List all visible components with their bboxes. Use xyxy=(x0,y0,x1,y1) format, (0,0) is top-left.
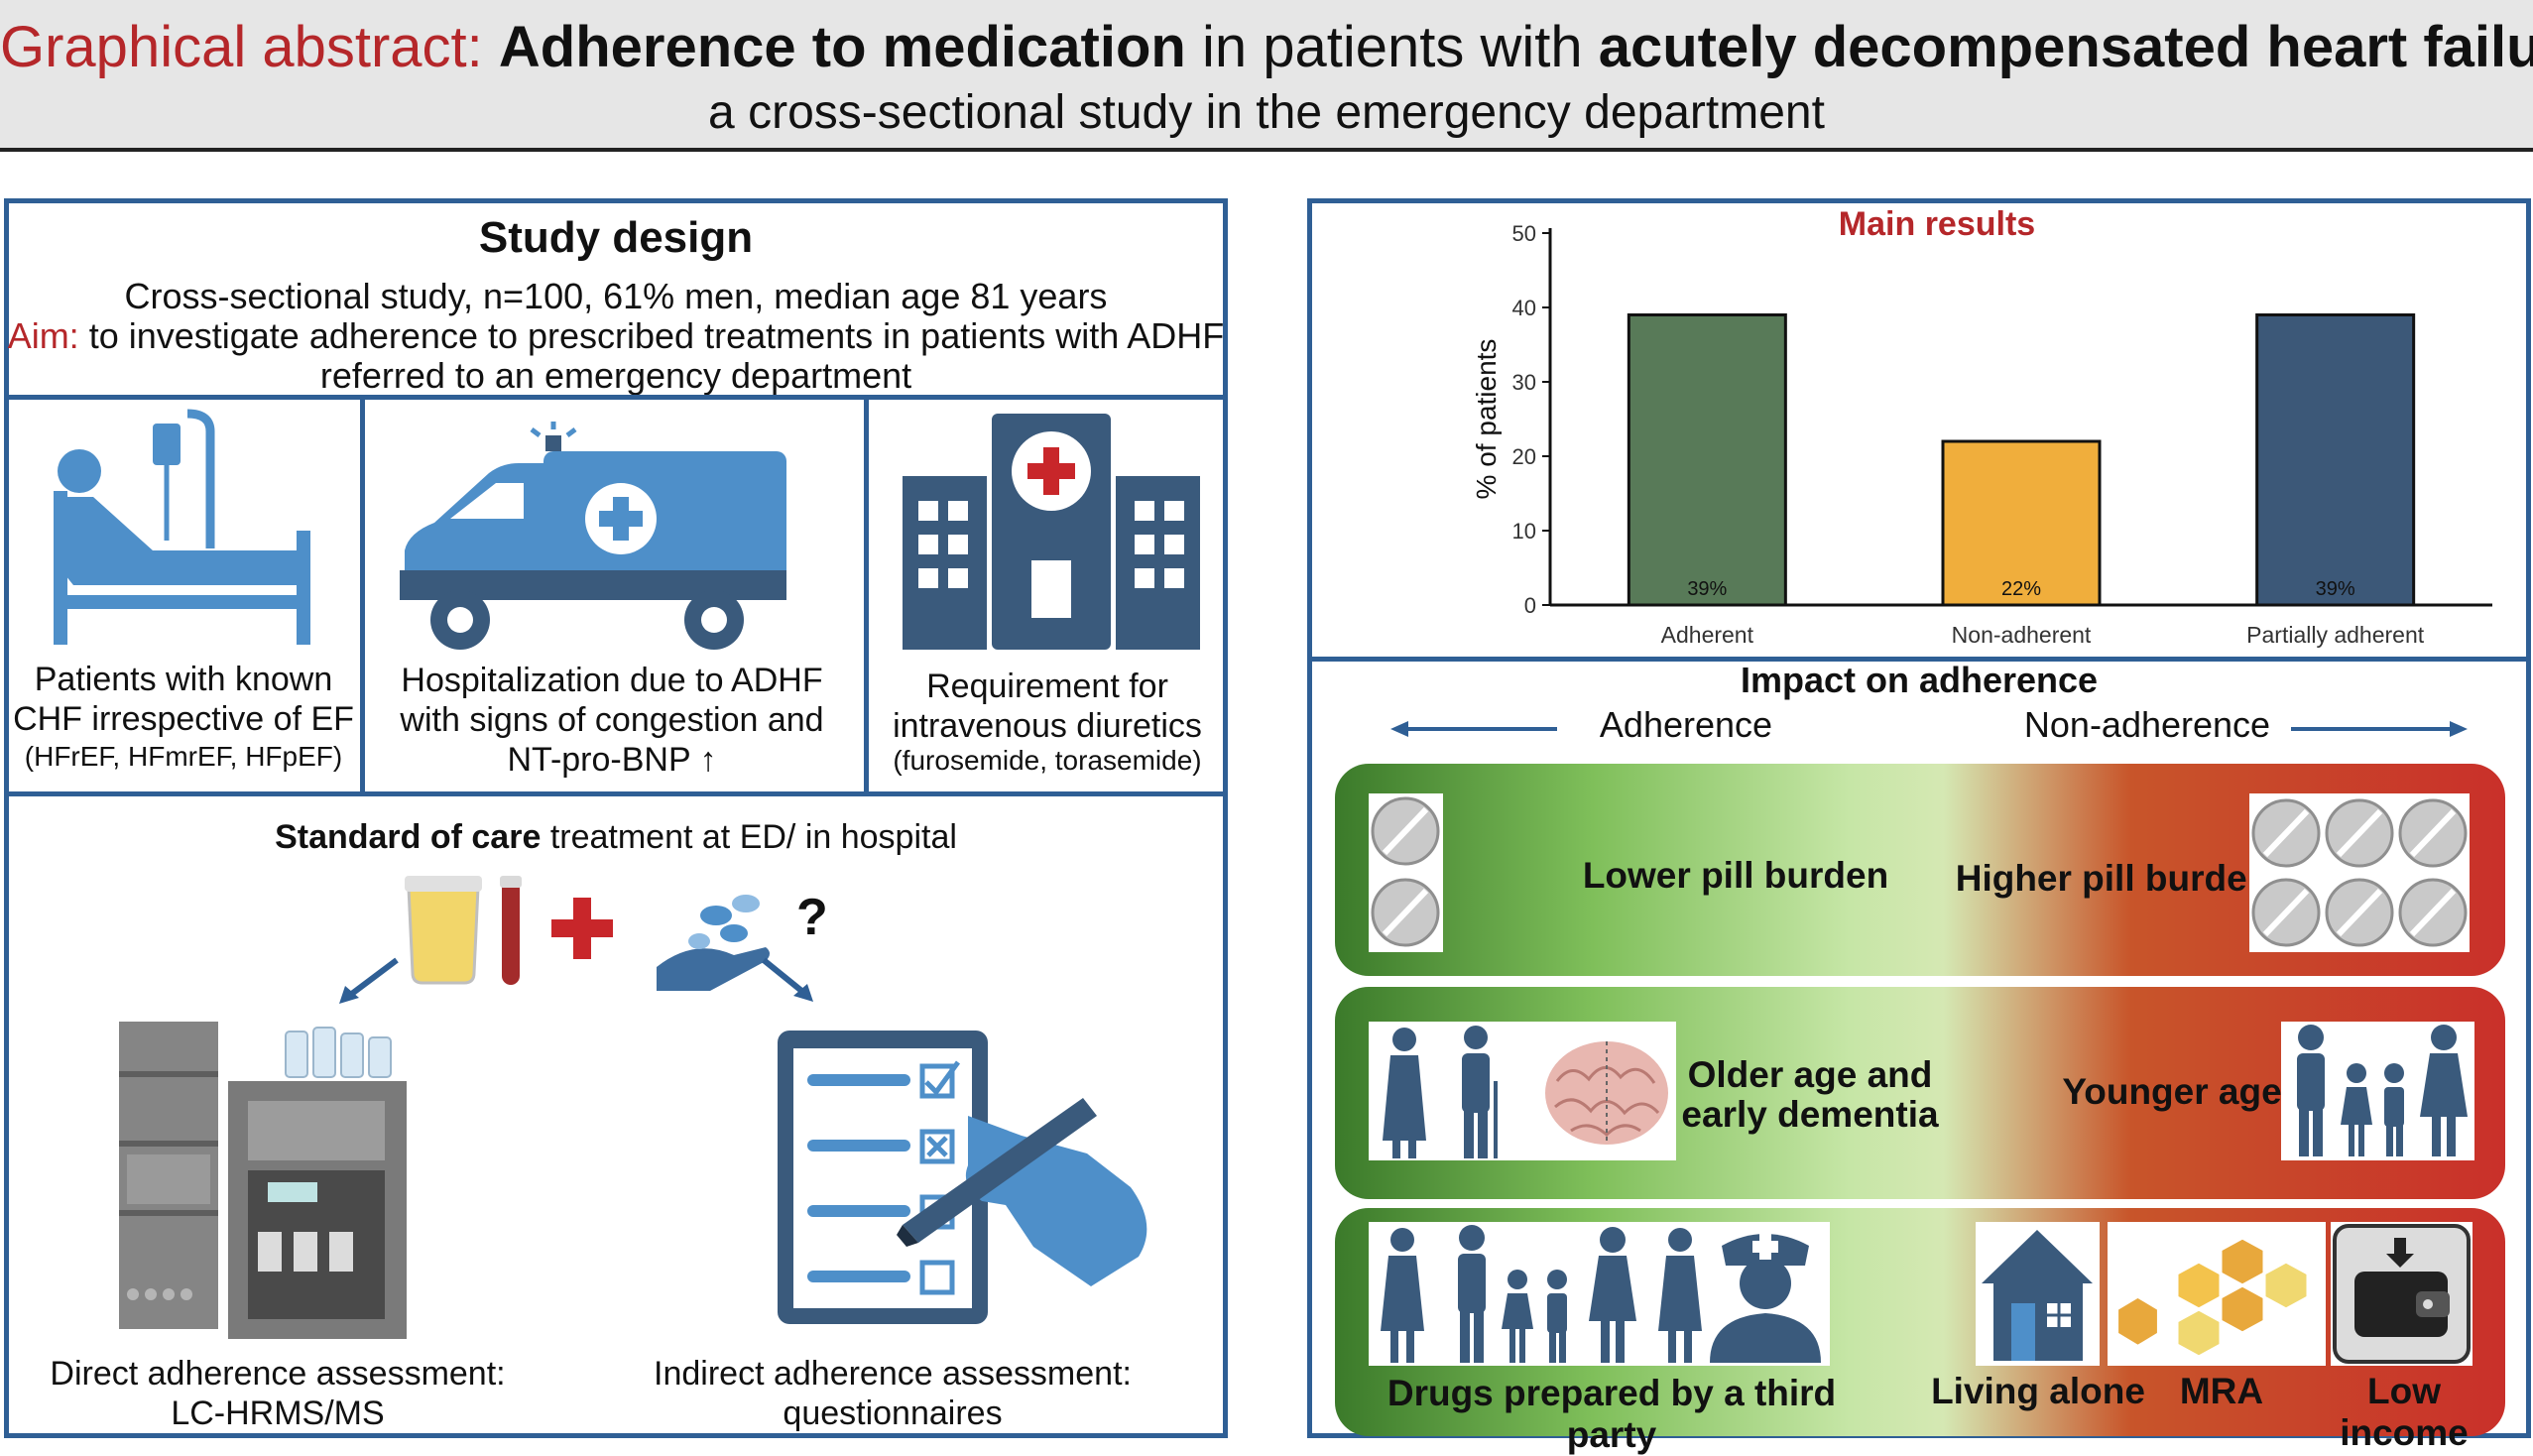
direct-assessment-line2: LC-HRMS/MS xyxy=(171,1395,385,1432)
family-icon xyxy=(2297,1025,2468,1156)
chart-y-tick-label: 40 xyxy=(1512,296,1536,320)
six-pills-icon xyxy=(2251,798,2468,947)
chart-y-tick-label: 20 xyxy=(1512,444,1536,469)
younger-age-label: Younger age xyxy=(2062,1071,2282,1112)
impact-title: Impact on adherence xyxy=(1740,660,2099,700)
questionnaire-icon xyxy=(778,1031,1147,1324)
criteria-1-line2: CHF irrespective of EF xyxy=(13,700,354,738)
non-adherence-direction-label: Non-adherence xyxy=(2023,704,2271,745)
aim-label: Aim: xyxy=(7,315,79,356)
criteria-3-line2: intravenous diuretics xyxy=(893,707,1202,745)
flow-arrows xyxy=(339,957,813,1004)
aim-text: to investigate adherence to prescribed t… xyxy=(78,315,1225,356)
third-party-label: Drugs prepared by a third party xyxy=(1387,1373,1837,1455)
higher-pill-burden-label: Higher pill burden xyxy=(1955,858,2270,899)
chart-data-label: 39% xyxy=(2316,578,2355,600)
criteria-3-line3: (furosemide, torasemide) xyxy=(893,745,1202,776)
sample-and-drugs-icon xyxy=(405,876,770,991)
criteria-2-line1: Hospitalization due to ADHF xyxy=(401,662,823,699)
question-mark: ? xyxy=(796,889,828,946)
title-part2: in patients with xyxy=(1185,15,1599,79)
chart-data-label: 39% xyxy=(1687,578,1727,600)
chart-y-axis-label: % of patients xyxy=(1471,339,1502,500)
study-aim: Aim: to investigate adherence to prescri… xyxy=(4,315,1228,357)
chart-bar xyxy=(1627,313,1787,607)
divider xyxy=(864,395,869,793)
adherence-direction-label: Adherence xyxy=(1599,704,1773,745)
chart-bar xyxy=(1941,439,2102,607)
chart-x-tick-label: Non-adherent xyxy=(1952,622,2092,648)
low-income-label: Low income xyxy=(2340,1371,2469,1453)
criteria-1-line1: Patients with known xyxy=(34,661,333,698)
patient-bed-icon xyxy=(54,409,310,645)
chart-title: Main results xyxy=(1839,205,2035,243)
elderly-and-brain-icon xyxy=(1383,1026,1668,1158)
divider xyxy=(360,395,365,793)
title-part1: Adherence to medication xyxy=(498,15,1186,79)
chart-y-tick-label: 30 xyxy=(1512,370,1536,395)
study-aim-line2: referred to an emergency department xyxy=(319,355,912,396)
standard-of-care-bold: Standard of care xyxy=(275,818,542,856)
two-pills-icon xyxy=(1371,796,1440,947)
living-alone-label: Living alone xyxy=(1931,1371,2145,1411)
direct-assessment-line1: Direct adherence assessment: xyxy=(50,1355,506,1393)
wallet-icon xyxy=(2333,1224,2471,1364)
chart-bars: 39% 22% 39% xyxy=(1627,313,2416,607)
criteria-2-line3: NT-pro-BNP ↑ xyxy=(507,741,717,779)
study-design-description: Cross-sectional study, n=100, 61% men, m… xyxy=(124,276,1108,316)
chart-x-tick-label: Partially adherent xyxy=(2246,622,2425,648)
ambulance-icon xyxy=(400,422,786,650)
divider xyxy=(1307,657,2531,662)
mra-molecule-icon xyxy=(2114,1236,2310,1359)
house-icon xyxy=(1982,1230,2093,1361)
title-banner: Graphical abstract: Adherence to medicat… xyxy=(0,0,2533,152)
lower-pill-burden-label: Lower pill burden xyxy=(1582,855,1889,896)
older-age-label-line1: Older age and xyxy=(1687,1054,1933,1095)
divider xyxy=(4,791,1228,796)
chart-x-tick-label: Adherent xyxy=(1661,622,1754,648)
criteria-2-line2: with signs of congestion and xyxy=(400,701,824,739)
chart-y-tick-label: 0 xyxy=(1524,593,1536,618)
study-design-title: Study design xyxy=(478,213,754,262)
older-age-label-line2: early dementia xyxy=(1681,1094,1939,1135)
standard-of-care-rest: treatment at ED/ in hospital xyxy=(541,818,957,856)
criteria-3-line1: Requirement for xyxy=(926,667,1168,705)
indirect-assessment-line1: Indirect adherence assessment: xyxy=(654,1355,1132,1393)
page-subtitle: a cross-sectional study in the emergency… xyxy=(708,86,1825,139)
standard-of-care-heading: Standard of care treatment at ED/ in hos… xyxy=(4,817,1228,857)
lc-ms-instrument-icon xyxy=(119,1022,407,1339)
chart-data-label: 22% xyxy=(2001,578,2041,600)
mra-label: MRA xyxy=(2179,1371,2264,1411)
criteria-1-line3: (HFrEF, HFmrEF, HFpEF) xyxy=(24,741,343,772)
page-title: Graphical abstract: Adherence to medicat… xyxy=(0,12,2533,83)
chart-bar xyxy=(2255,313,2416,607)
title-prefix: Graphical abstract: xyxy=(0,15,483,79)
results-bar-chart: Main results % of patients 0 10 20 30 40 50Ad… xyxy=(1471,205,2492,648)
hospital-icon xyxy=(903,414,1200,650)
chart-y-tick-label: 50 xyxy=(1512,221,1536,246)
chart-y-tick-label: 10 xyxy=(1512,519,1536,544)
indirect-assessment-line2: questionnaires xyxy=(783,1395,1003,1432)
divider xyxy=(4,395,1228,400)
direction-arrows xyxy=(1390,721,2468,737)
title-part3: acutely decompensated heart failure xyxy=(1598,15,2533,79)
caregivers-icon xyxy=(1381,1225,1821,1363)
